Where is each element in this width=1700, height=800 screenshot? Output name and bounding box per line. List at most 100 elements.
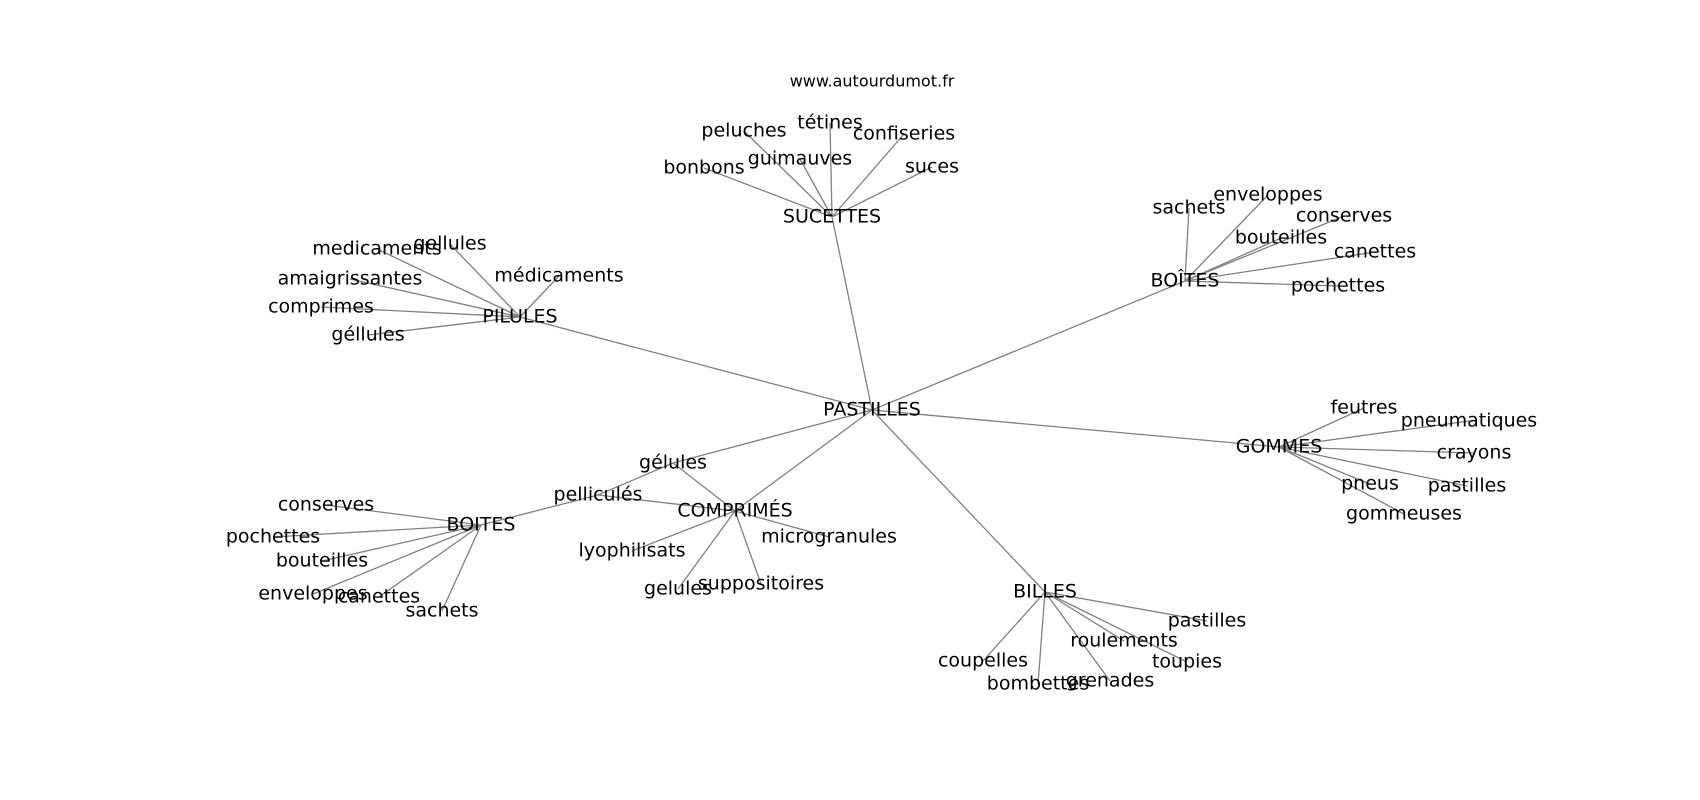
watermark-text: www.autourdumot.fr — [790, 72, 955, 91]
node-label-c1: microgranules — [761, 526, 897, 548]
edge-root-boites_acc — [871, 280, 1186, 411]
edge-sucettes-s2 — [829, 122, 833, 218]
edge-comprimes-c3 — [677, 510, 736, 590]
edge-comprimes-c4 — [734, 510, 762, 585]
node-label-g2: pneumatiques — [1401, 410, 1537, 432]
node-label-bi2: roulements — [1070, 630, 1178, 652]
edge-comprimes-c2 — [631, 510, 736, 552]
node-label-boites_acc: BOÎTES — [1151, 269, 1220, 292]
edge-boites_acc-b4 — [1184, 237, 1282, 282]
edge-root-sucettes — [831, 216, 873, 411]
edge-comprimes-c1 — [734, 510, 830, 538]
edge-pellicules-boites — [480, 494, 599, 526]
edge-sucettes-s5 — [703, 167, 833, 218]
node-label-c3: gelules — [644, 578, 712, 600]
node-label-b1: sachets — [1152, 197, 1225, 219]
node-label-comprimes: COMPRIMÉS — [677, 499, 792, 522]
edge-root-comprimes — [734, 409, 873, 512]
node-label-b6: pochettes — [1291, 275, 1385, 297]
node-label-s5: bonbons — [663, 157, 744, 179]
node-label-s2: tétines — [797, 112, 863, 134]
node-label-p2: gellules — [413, 233, 486, 255]
node-label-s6: suces — [905, 156, 959, 178]
edge-pellicules-comprimes — [597, 494, 736, 512]
edge-pilules-p1 — [376, 248, 521, 318]
edge-pilules-p5 — [320, 306, 521, 318]
node-label-g5: pastilles — [1428, 475, 1506, 497]
node-label-b5: canettes — [1334, 241, 1416, 263]
edge-sucettes-s1 — [743, 130, 833, 218]
node-label-p4: amaigrissantes — [278, 268, 423, 290]
edge-sucettes-s6 — [831, 166, 933, 218]
labels-group: PASTILLES SUCETTES PILULES BOÎTES GOMMES BILL… — [226, 112, 1537, 695]
node-label-bi5: bombettes — [987, 673, 1089, 695]
edge-gelules_mid-comprimes — [672, 462, 736, 512]
edge-boites_acc-b5 — [1184, 251, 1376, 282]
node-label-billes: BILLES — [1013, 581, 1077, 603]
edge-root-billes — [871, 409, 1046, 593]
edge-boites-bo1 — [325, 504, 482, 526]
node-label-bo2: pochettes — [226, 526, 320, 548]
node-label-bo3: bouteilles — [276, 550, 368, 572]
edge-boites-bo4 — [312, 524, 482, 595]
node-label-b3: conserves — [1296, 205, 1392, 227]
node-label-sucettes: SUCETTES — [783, 206, 881, 228]
node-label-p6: géllules — [331, 324, 404, 346]
node-label-bi4: coupelles — [938, 650, 1028, 672]
edge-billes-bi1 — [1044, 591, 1208, 622]
edge-root-gommes — [871, 409, 1280, 448]
edge-gommes-g6 — [1278, 446, 1405, 515]
node-label-pellicules: pelliculés — [554, 484, 643, 506]
edge-root-gelules_mid — [672, 409, 873, 464]
node-label-c4: suppositoires — [698, 573, 824, 595]
node-label-bi1: pastilles — [1168, 610, 1246, 632]
node-label-g3: crayons — [1437, 442, 1512, 464]
edge-boites-bo2 — [272, 524, 482, 538]
edge-boites_acc-b6 — [1184, 280, 1339, 287]
node-label-s4: guimauves — [748, 148, 852, 170]
edge-boites_acc-b2 — [1184, 194, 1269, 282]
node-label-p1: medicaments — [312, 238, 441, 260]
edge-billes-bi6 — [1044, 591, 1111, 682]
node-label-bi6: grenades — [1066, 670, 1154, 692]
node-label-p5: comprimes — [268, 296, 374, 318]
edge-gommes-g2 — [1278, 420, 1470, 448]
edge-billes-bi5 — [1037, 591, 1046, 685]
edge-billes-bi2 — [1044, 591, 1125, 642]
node-label-bo4: enveloppes — [258, 583, 367, 605]
node-label-g6: gommeuses — [1346, 503, 1462, 525]
edge-sucettes-s3 — [831, 133, 905, 218]
edge-billes-bi4 — [982, 591, 1046, 662]
edge-boites-bo3 — [321, 524, 482, 562]
edge-boites_acc-b3 — [1184, 215, 1345, 282]
node-label-c2: lyophilisats — [579, 540, 686, 562]
edge-boites-bo5 — [378, 524, 482, 598]
edge-gommes-g5 — [1278, 446, 1468, 487]
edge-gommes-g1 — [1278, 407, 1365, 448]
node-label-s3: confiseries — [853, 123, 955, 145]
edge-billes-bi3 — [1044, 591, 1188, 663]
node-label-s1: peluches — [701, 120, 786, 142]
edge-gelules_mid-pellicules — [597, 462, 674, 496]
edge-pilules-p4 — [349, 278, 521, 318]
edge-gommes-g3 — [1278, 446, 1475, 454]
node-label-bo5: canettes — [338, 586, 420, 608]
node-label-p3: médicaments — [494, 265, 623, 287]
edge-pilules-p3 — [519, 275, 560, 318]
edge-pilules-p6 — [367, 316, 521, 336]
node-label-boites: BOITES — [447, 514, 516, 536]
node-label-gommes: GOMMES — [1236, 436, 1323, 458]
node-label-b2: enveloppes — [1213, 184, 1322, 206]
node-label-b4: bouteilles — [1235, 227, 1327, 249]
node-label-pilules: PILULES — [482, 306, 557, 328]
edge-sucettes-s4 — [799, 158, 833, 218]
edge-root-pilules — [519, 316, 873, 411]
edge-boites_acc-b1 — [1184, 207, 1190, 282]
node-label-root: PASTILLES — [823, 399, 921, 421]
edge-gommes-g4 — [1278, 446, 1371, 485]
node-label-bo6: sachets — [405, 600, 478, 622]
edge-pilules-p2 — [449, 243, 521, 318]
node-label-bi3: toupies — [1152, 651, 1222, 673]
node-label-gelules_mid: gélules — [639, 452, 707, 474]
